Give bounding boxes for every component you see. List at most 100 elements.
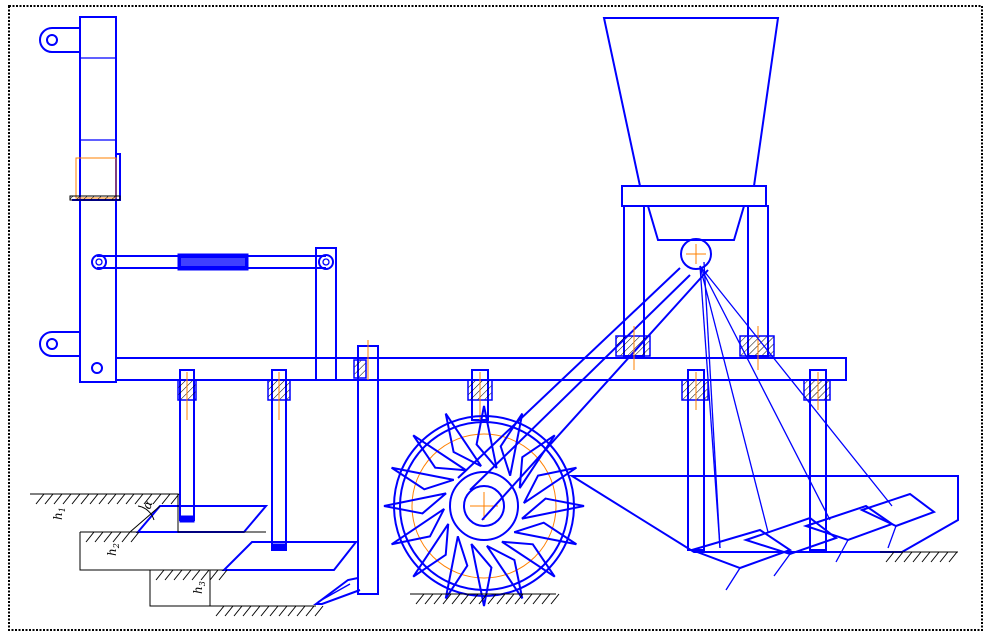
- ground-hatch-mark: [116, 493, 126, 505]
- ground-hatch: [35, 493, 958, 617]
- ground-hatch-mark: [130, 531, 140, 543]
- ground-hatch-mark: [948, 551, 958, 563]
- rotor-spike: [475, 405, 498, 469]
- ground-hatch-mark: [514, 593, 524, 605]
- ground-hatch-mark: [121, 531, 131, 543]
- rotor-spike: [444, 413, 482, 467]
- opener-frame: [568, 475, 959, 553]
- svg-text:h1: h1: [51, 507, 67, 520]
- rotor-spike: [486, 545, 524, 599]
- ground-hatch-mark: [103, 531, 113, 543]
- rotor-spike: [383, 492, 447, 515]
- ground-hatch-mark: [921, 551, 931, 563]
- spiked-rotor: [383, 405, 585, 607]
- label-h1: h: [51, 512, 65, 520]
- ground-hatch-mark: [80, 493, 90, 505]
- ground-hatch-mark: [415, 593, 425, 605]
- ground-hatch-mark: [930, 551, 940, 563]
- rotor-spike: [518, 434, 556, 489]
- ground-hatch-mark: [182, 569, 192, 581]
- ground-hatch-mark: [155, 569, 165, 581]
- ground-hatch-mark: [218, 569, 228, 581]
- svg-text:h3: h3: [191, 581, 207, 594]
- ground-hatch-mark: [433, 593, 443, 605]
- seed-hopper: [602, 17, 780, 370]
- ground-hatch-mark: [200, 569, 210, 581]
- opener-shank-1: [681, 369, 709, 551]
- ground-hatch-mark: [251, 605, 261, 617]
- rotor-spike: [513, 521, 577, 546]
- ground-hatch-mark: [224, 605, 234, 617]
- tine-shank-2: [221, 369, 359, 571]
- ground-hatch-mark: [487, 593, 497, 605]
- ground-hatch-mark: [478, 593, 488, 605]
- ground-hatch-mark: [89, 493, 99, 505]
- ground-hatch-mark: [469, 593, 479, 605]
- ground-hatch-mark: [35, 493, 45, 505]
- channel-bracket: [69, 153, 121, 201]
- ground-hatch-mark: [451, 593, 461, 605]
- rotor-spike: [523, 466, 577, 504]
- seed-meter-disc: [680, 238, 712, 270]
- ground-hatch-mark: [505, 593, 515, 605]
- ground-hatch-mark: [314, 605, 324, 617]
- ground-hatch-mark: [260, 605, 270, 617]
- ground-hatch-mark: [460, 593, 470, 605]
- rotor-spike: [412, 523, 450, 578]
- ground-hatch-mark: [152, 493, 162, 505]
- depth-labels: h1 h2 h3 α: [51, 499, 207, 594]
- ground-hatch-mark: [287, 605, 297, 617]
- ground-hatch-mark: [215, 605, 225, 617]
- subsoiler-shank: [313, 340, 379, 605]
- ground-hatch-mark: [939, 551, 949, 563]
- ground-hatch-mark: [523, 593, 533, 605]
- beam-clamp: [467, 369, 493, 421]
- ground-hatch-mark: [209, 569, 219, 581]
- pivot-pin-icon: [91, 362, 103, 374]
- ground-hatch-mark: [233, 605, 243, 617]
- ground-hatch-mark: [903, 551, 913, 563]
- hitch-pin-icon: [46, 338, 58, 350]
- ground-hatch-mark: [550, 593, 560, 605]
- rotor-spike: [501, 540, 556, 578]
- ground-hatch-mark: [44, 493, 54, 505]
- opener-shank-2: [803, 369, 831, 551]
- ground-hatch-mark: [296, 605, 306, 617]
- ground-hatch-mark: [170, 493, 180, 505]
- ground-hatch-mark: [62, 493, 72, 505]
- rotor-spike: [521, 497, 585, 520]
- hitch-pin-icon: [46, 34, 58, 46]
- ground-hatch-mark: [134, 493, 144, 505]
- ground-hatch-mark: [541, 593, 551, 605]
- ground-hatch-mark: [125, 493, 135, 505]
- seed-openers: [688, 492, 937, 591]
- ground-hatch-mark: [191, 569, 201, 581]
- ground-hatch-mark: [85, 531, 95, 543]
- ground-hatch-mark: [532, 593, 542, 605]
- tine-shank-1: [135, 369, 269, 533]
- ground-hatch-mark: [424, 593, 434, 605]
- ground-hatch-mark: [894, 551, 904, 563]
- ground-hatch-mark: [278, 605, 288, 617]
- ground-hatch-mark: [164, 569, 174, 581]
- ground-hatch-mark: [143, 493, 153, 505]
- ground-hatch-mark: [242, 605, 252, 617]
- ground-hatch-mark: [71, 493, 81, 505]
- drawing-border: [8, 5, 983, 631]
- seed-tubes: [699, 261, 893, 549]
- ground-hatch-mark: [885, 551, 895, 563]
- ground-hatch-mark: [912, 551, 922, 563]
- rotor-spike: [444, 535, 469, 599]
- ground-hatch-mark: [442, 593, 452, 605]
- ground-hatch-mark: [98, 493, 108, 505]
- rotor-spike: [391, 508, 445, 546]
- ground-hatch-mark: [53, 493, 63, 505]
- ground-hatch-mark: [305, 605, 315, 617]
- rotor-spike: [391, 466, 455, 491]
- ground-hatch-mark: [107, 493, 117, 505]
- ground-hatch-mark: [173, 569, 183, 581]
- rotor-spike: [412, 434, 467, 472]
- rotor-spike: [470, 543, 493, 607]
